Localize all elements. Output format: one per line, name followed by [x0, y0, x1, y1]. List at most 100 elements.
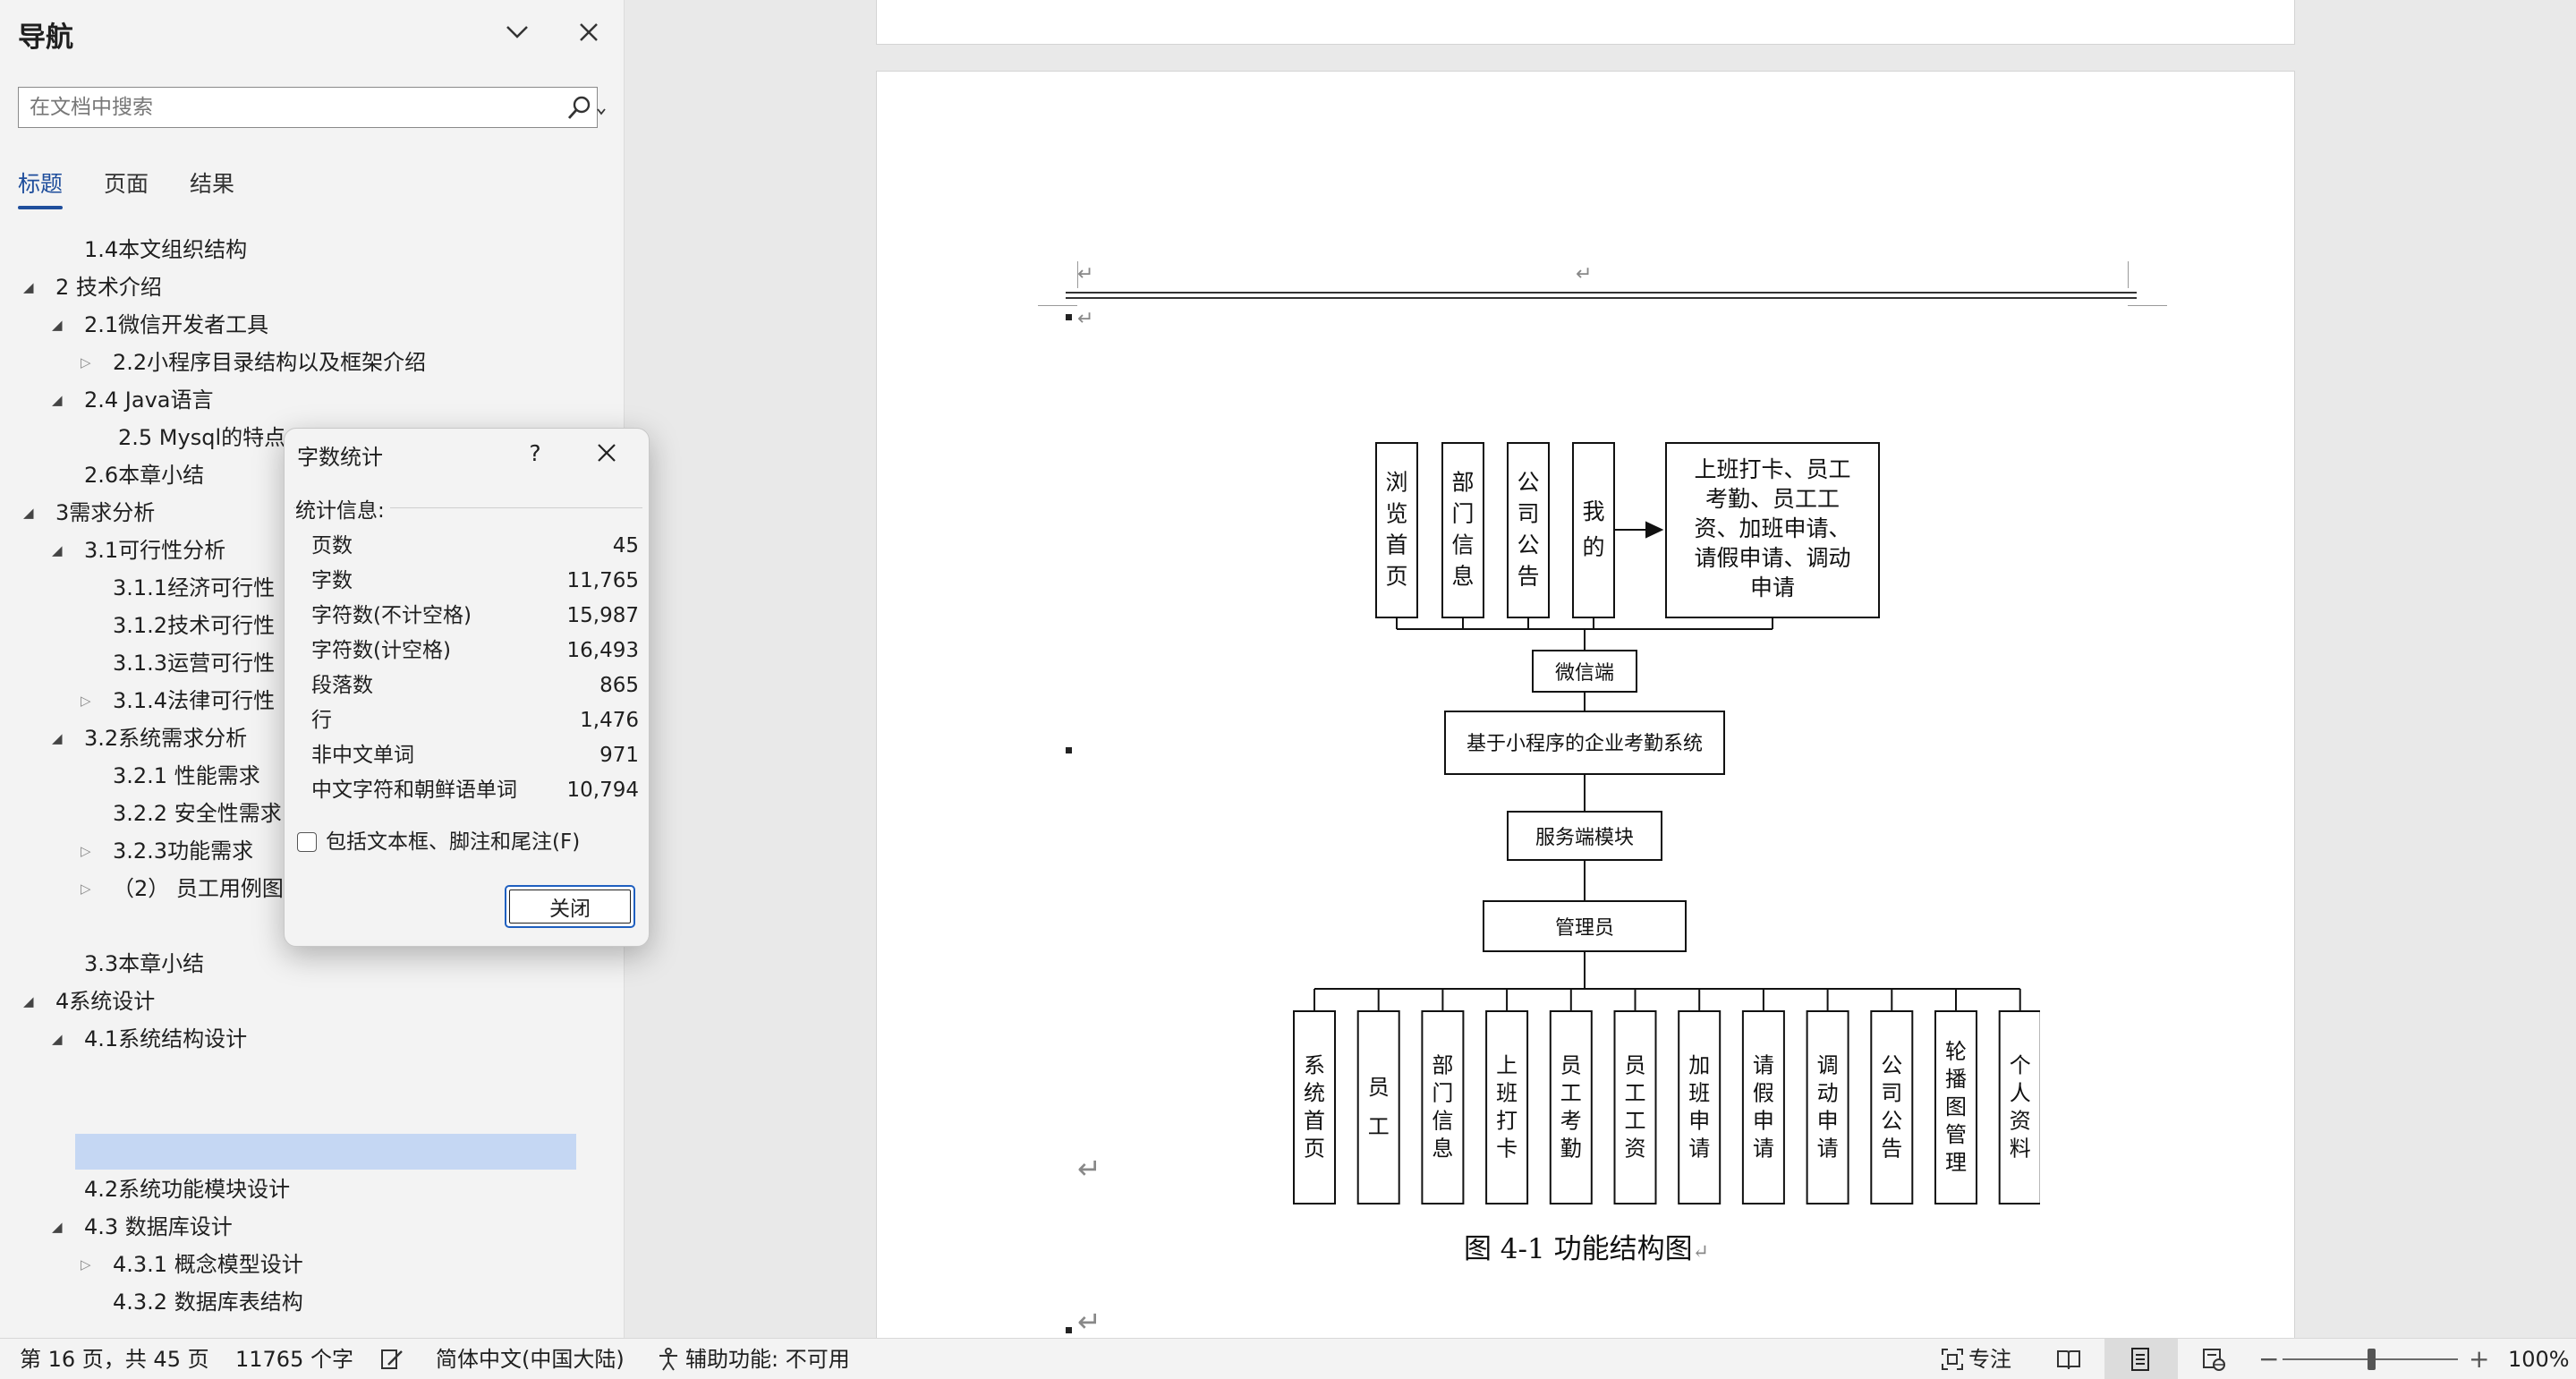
tree-item-label: 4系统设计: [55, 989, 156, 1014]
tree-item[interactable]: 3.1.2技术可行性: [0, 609, 625, 643]
language[interactable]: 简体中文(中国大陆): [436, 1347, 625, 1372]
anchor-mark: [1066, 314, 1072, 320]
include-textboxes-checkbox[interactable]: [297, 832, 317, 852]
wechat-item-box: [1507, 442, 1550, 618]
admin-item-char: 料: [2010, 1136, 2031, 1162]
admin-item-char: 轮: [1945, 1039, 1967, 1064]
close-button[interactable]: 关闭: [505, 885, 635, 928]
my-detail-box: [1665, 442, 1880, 618]
collapsed-arrow-icon[interactable]: ▷: [81, 354, 91, 370]
tree-item-label: （2） 员工用例图: [113, 876, 284, 901]
tree-item[interactable]: 2.5 Mysql的特点: [0, 421, 625, 455]
expanded-arrow-icon[interactable]: ◢: [23, 505, 34, 521]
tree-item[interactable]: ◢2.4 Java语言: [0, 383, 625, 417]
admin-item-box: [1998, 1010, 2040, 1204]
zoom-in-button[interactable]: +: [2469, 1344, 2490, 1374]
tree-item[interactable]: ▷3.2.3功能需求: [0, 834, 625, 868]
tree-item-label: 3.1可行性分析: [84, 538, 226, 563]
expanded-arrow-icon[interactable]: ◢: [52, 392, 63, 408]
wechat-item-char: 页: [1385, 564, 1407, 590]
crop-mark: [1038, 305, 1077, 306]
tree-item[interactable]: ◢2 技术介绍: [0, 270, 625, 304]
expanded-arrow-icon[interactable]: ◢: [52, 317, 63, 333]
expanded-arrow-icon[interactable]: ◢: [23, 279, 34, 295]
web-layout-icon[interactable]: [2201, 1347, 2226, 1372]
focus-mode[interactable]: 专注: [1968, 1347, 2011, 1372]
status-bar: 第 16 页，共 45 页 11765 个字 简体中文(中国大陆) 辅助功能: …: [0, 1338, 2576, 1379]
tree-item-label: 4.3.1 概念模型设计: [113, 1252, 303, 1277]
tree-item-selected[interactable]: [75, 1134, 576, 1170]
tree-item[interactable]: 3.3本章小结: [0, 947, 625, 981]
collapsed-arrow-icon[interactable]: ▷: [81, 1256, 91, 1273]
zoom-slider-thumb[interactable]: [2368, 1349, 2376, 1370]
print-layout-icon[interactable]: [2128, 1347, 2153, 1372]
tab-results[interactable]: 结果: [190, 171, 235, 197]
admin-item-box: [1934, 1010, 1977, 1204]
expanded-arrow-icon[interactable]: ◢: [23, 993, 34, 1009]
tab-pages[interactable]: 页面: [104, 171, 149, 197]
document-page[interactable]: ↵ ↵ ↵ 浏览首页部门信息公司公告我的上班打卡、员工考勤、员工工资、加班申请、…: [876, 71, 2295, 1338]
expanded-arrow-icon[interactable]: ◢: [52, 1031, 63, 1047]
accessibility-icon[interactable]: [656, 1347, 681, 1372]
include-textboxes-label[interactable]: 包括文本框、脚注和尾注(F): [326, 830, 581, 854]
page-info[interactable]: 第 16 页，共 45 页: [20, 1347, 209, 1372]
tree-item-label: 2.2小程序目录结构以及框架介绍: [113, 350, 427, 375]
search-input[interactable]: [19, 88, 538, 127]
tree-item[interactable]: 3.1.3运营可行性: [0, 646, 625, 680]
tree-item[interactable]: ◢4.3 数据库设计: [0, 1210, 625, 1244]
stat-label: 字数: [311, 569, 353, 592]
read-mode-icon[interactable]: [2056, 1347, 2081, 1372]
focus-icon[interactable]: [1940, 1347, 1965, 1372]
tree-item[interactable]: ◢4.1系统结构设计: [0, 1022, 625, 1056]
admin-item-char: 打: [1496, 1109, 1518, 1134]
tree-item[interactable]: ▷ 4.3.1 概念模型设计: [0, 1247, 625, 1281]
stat-value: 15,987: [566, 604, 639, 627]
tree-item[interactable]: ◢ 3.1可行性分析: [0, 533, 625, 567]
tree-item[interactable]: ◢3需求分析: [0, 496, 625, 530]
tab-headings[interactable]: 标题: [18, 171, 64, 197]
system-node-label: 基于小程序的企业考勤系统: [1467, 733, 1703, 755]
close-icon[interactable]: [573, 16, 605, 48]
admin-item-char: 统: [1304, 1081, 1325, 1106]
word-count[interactable]: 11765 个字: [235, 1347, 353, 1372]
search-box: [18, 87, 606, 128]
search-icon[interactable]: [565, 93, 595, 123]
tree-item[interactable]: 3.1.1经济可行性: [0, 571, 625, 605]
crop-mark: [2128, 261, 2129, 288]
help-button[interactable]: ?: [529, 440, 541, 466]
tree-item[interactable]: 2.6本章小结: [0, 458, 625, 492]
chevron-down-icon[interactable]: [596, 104, 607, 115]
expanded-arrow-icon[interactable]: ◢: [52, 730, 63, 746]
admin-node-label: 管理员: [1555, 917, 1614, 940]
tree-item[interactable]: ◢2.1微信开发者工具: [0, 308, 625, 342]
tree-item[interactable]: ▷ （2） 员工用例图: [0, 872, 625, 906]
tree-item[interactable]: ◢3.2系统需求分析: [0, 721, 625, 755]
expanded-arrow-icon[interactable]: ◢: [52, 1219, 63, 1235]
paragraph-mark: ↵: [1077, 1152, 1101, 1186]
collapsed-arrow-icon[interactable]: ▷: [81, 693, 91, 709]
stat-label: 字符数(不计空格): [311, 604, 472, 627]
tree-item[interactable]: 4.2系统功能模块设计: [0, 1172, 625, 1206]
admin-item-char: 员: [1625, 1053, 1646, 1078]
accessibility-status[interactable]: 辅助功能: 不可用: [685, 1347, 850, 1372]
dialog-close-icon[interactable]: [589, 438, 625, 470]
tree-item[interactable]: ▷ 2.2小程序目录结构以及框架介绍: [0, 345, 625, 379]
admin-item-char: 动: [1817, 1081, 1839, 1106]
zoom-out-button[interactable]: −: [2258, 1344, 2280, 1374]
tree-item[interactable]: 1.4本文组织结构: [0, 233, 625, 267]
tree-item[interactable]: ◢ 4系统设计: [0, 984, 625, 1018]
admin-item-char: 调: [1817, 1053, 1839, 1078]
tree-item[interactable]: 3.2.2 安全性需求: [0, 796, 625, 830]
collapsed-arrow-icon[interactable]: ▷: [81, 881, 91, 897]
proofing-icon[interactable]: [379, 1347, 404, 1372]
tree-item[interactable]: 4.3.2 数据库表结构: [0, 1285, 625, 1319]
crop-mark: [2128, 305, 2167, 306]
collapsed-arrow-icon[interactable]: ▷: [81, 843, 91, 859]
tree-item[interactable]: ▷3.1.4法律可行性: [0, 684, 625, 718]
anchor-mark: [1066, 747, 1072, 753]
tree-item[interactable]: 3.2.1 性能需求: [0, 759, 625, 793]
zoom-level[interactable]: 100%: [2508, 1347, 2570, 1372]
chevron-down-icon[interactable]: [501, 16, 533, 48]
document-area[interactable]: ↵ ↵ ↵ 浏览首页部门信息公司公告我的上班打卡、员工考勤、员工工资、加班申请、…: [625, 0, 2576, 1338]
expanded-arrow-icon[interactable]: ◢: [52, 542, 63, 558]
